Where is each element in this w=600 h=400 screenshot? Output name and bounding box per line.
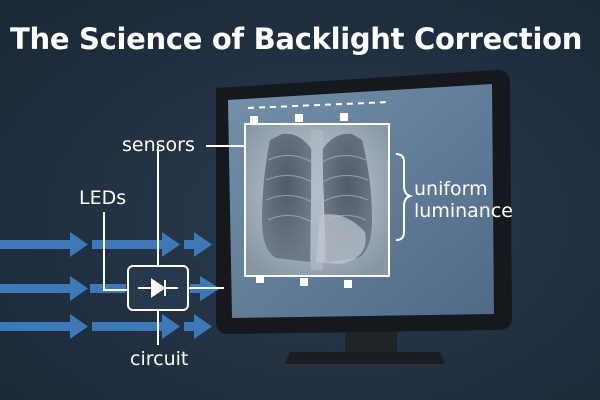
sensor-marker bbox=[256, 275, 264, 283]
connector-lines bbox=[103, 145, 245, 345]
sensor-marker bbox=[295, 114, 303, 122]
luminance-bracket bbox=[395, 153, 414, 241]
sensor-marker bbox=[344, 280, 352, 288]
xray-frame bbox=[244, 123, 390, 277]
circuit-label: circuit bbox=[130, 348, 189, 370]
luminance-label: luminance bbox=[414, 200, 513, 222]
diode-icon bbox=[138, 278, 178, 298]
sensor-array-line bbox=[247, 101, 391, 109]
arrow-right-icon bbox=[0, 232, 212, 257]
circuit-box bbox=[127, 265, 189, 311]
chest-xray-image bbox=[244, 123, 390, 277]
sensor-marker bbox=[340, 113, 348, 121]
leds-label: LEDs bbox=[79, 187, 127, 209]
sensor-markers bbox=[250, 113, 352, 288]
uniform-label: uniform bbox=[414, 178, 488, 200]
page-title: The Science of Backlight Correction bbox=[10, 22, 583, 56]
sensor-marker bbox=[300, 278, 308, 286]
sensor-marker bbox=[250, 116, 258, 124]
arrow-right-icon bbox=[0, 314, 212, 339]
sensors-label: sensors bbox=[122, 134, 195, 156]
